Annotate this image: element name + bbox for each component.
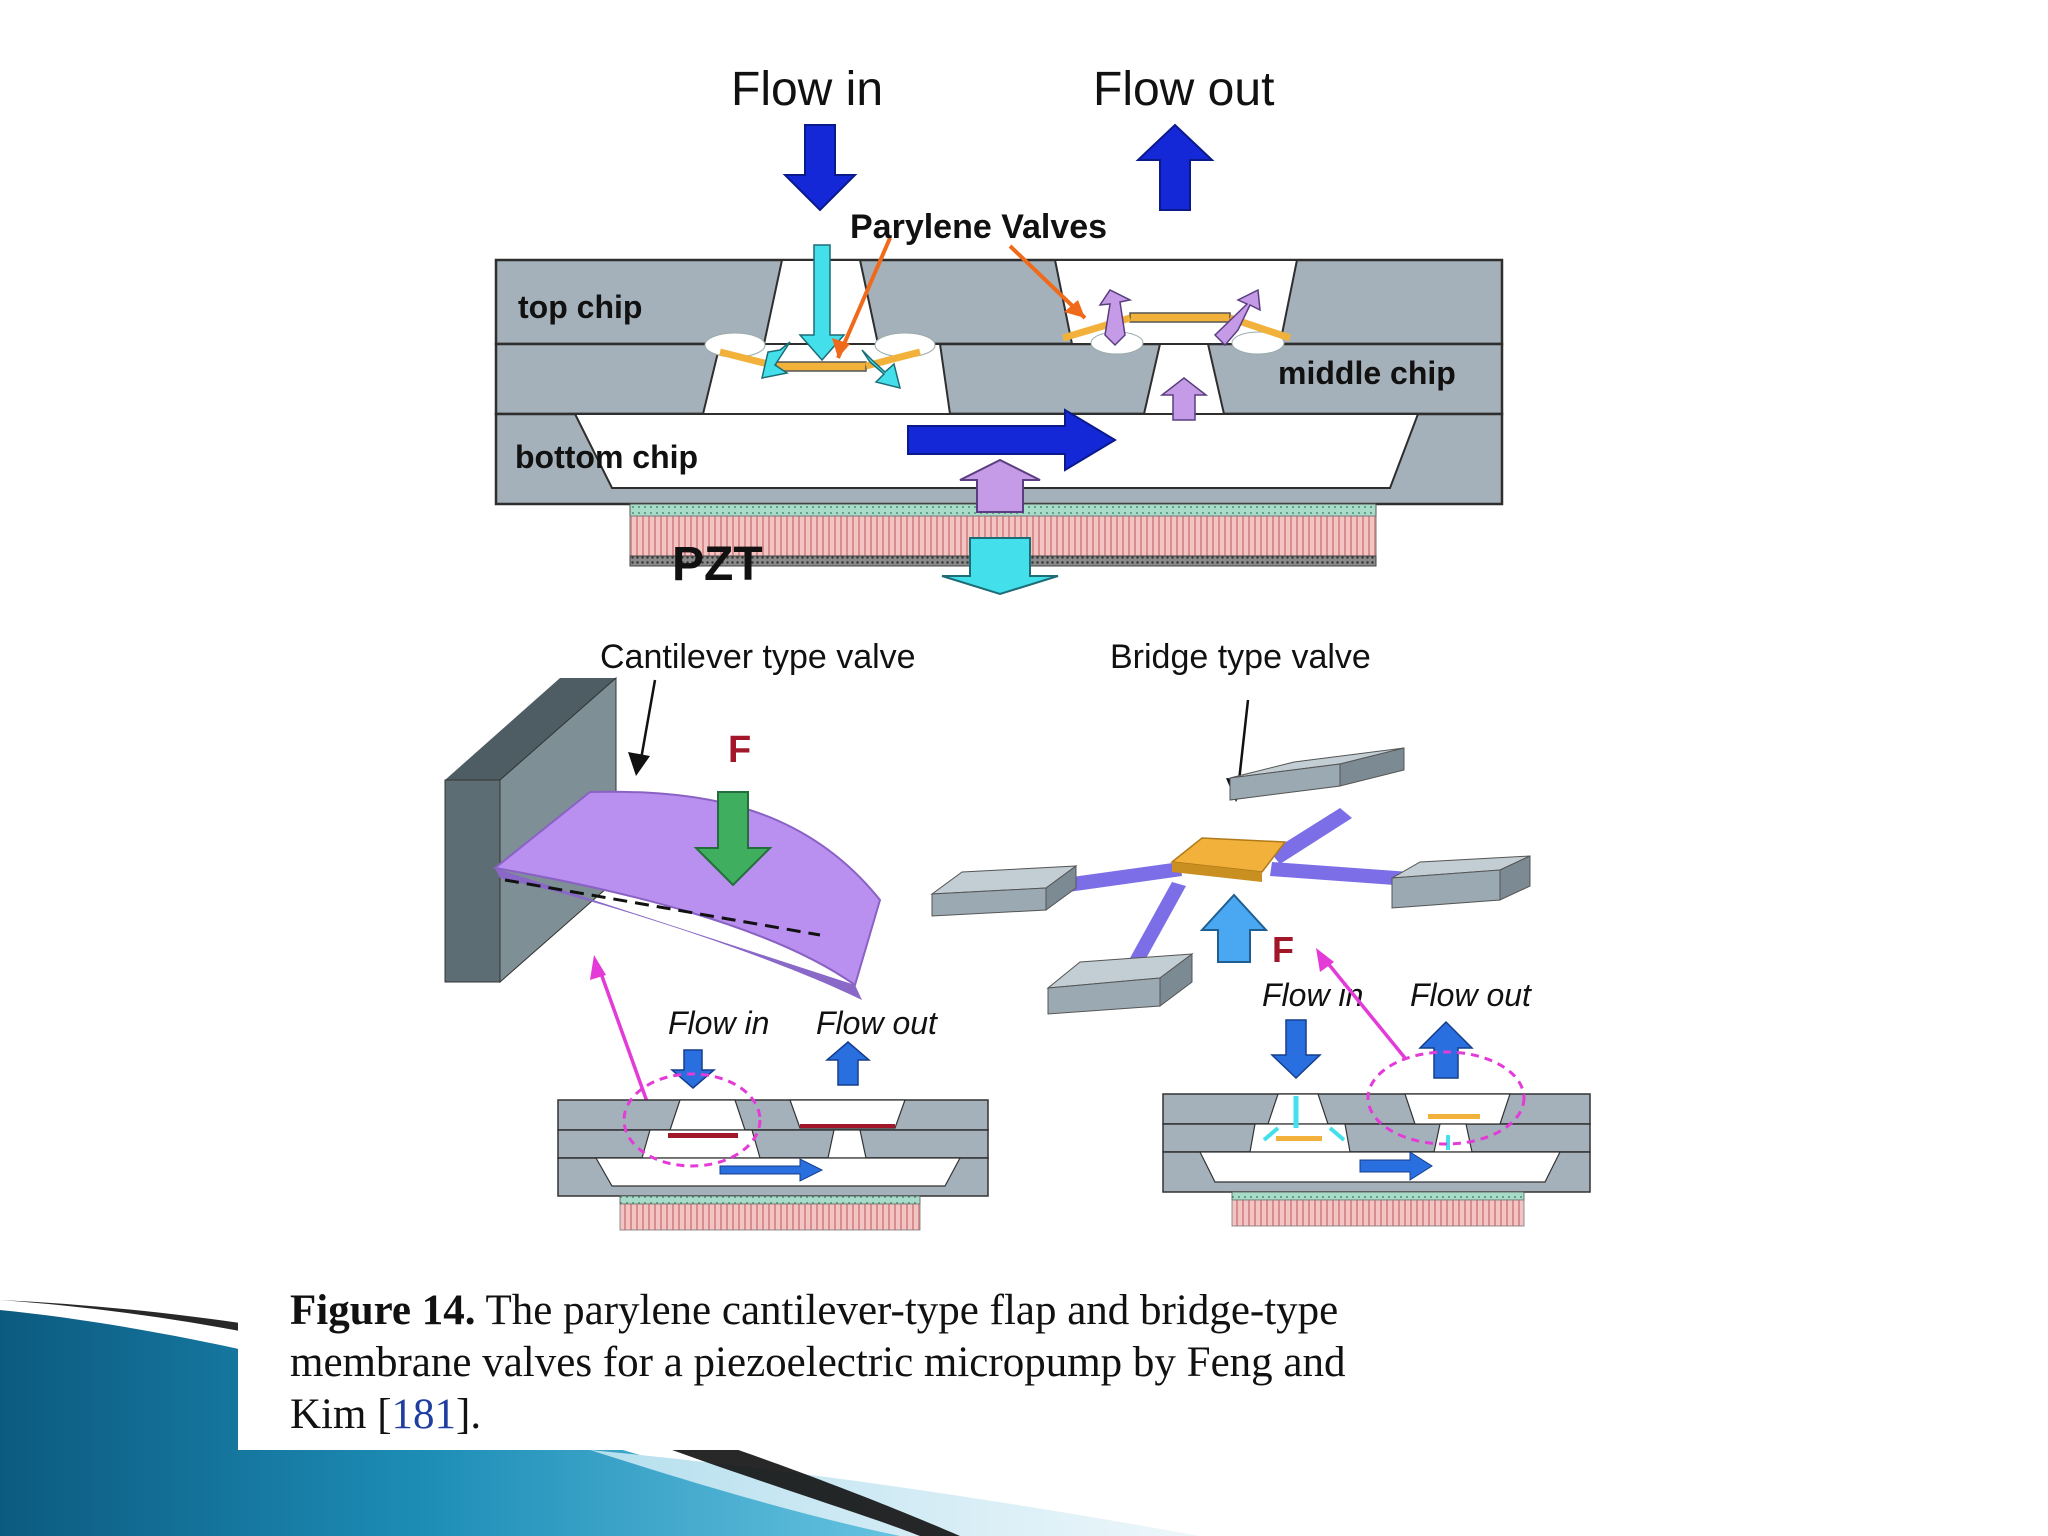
- flow-out-label: Flow out: [1093, 63, 1274, 116]
- outlet-parylene-flap: [1129, 312, 1231, 323]
- cantilever-flap: [492, 790, 882, 987]
- cantilever-flow-in-label: Flow in: [668, 1005, 769, 1041]
- cantilever-valve-label: Cantilever type valve: [600, 638, 916, 676]
- top-chip: [494, 258, 1504, 346]
- force-arrow-cantilever: [693, 791, 773, 887]
- bridge-valve-panel: Bridge type valve F: [930, 638, 1591, 1227]
- flow-out-arrow: [1135, 123, 1215, 211]
- pzt-label: PZT: [672, 538, 763, 591]
- actuation-down-arrow: [941, 537, 1059, 596]
- caption-line-3-prefix: Kim [: [290, 1391, 392, 1438]
- bridge-flow-out-label: Flow out: [1410, 977, 1532, 1013]
- force-label-cantilever: F: [728, 729, 751, 771]
- bridge-valve-label: Bridge type valve: [1110, 638, 1371, 676]
- top-chip-label: top chip: [518, 289, 642, 325]
- cantilever-highlight-circle: [622, 1072, 762, 1168]
- cantilever-flow-out-label: Flow out: [816, 1005, 938, 1041]
- bridge-highlight-circle: [1366, 1050, 1526, 1146]
- flow-in-label: Flow in: [731, 63, 883, 116]
- figure-caption: Figure 14. The parylene cantilever-type …: [238, 1275, 1618, 1450]
- flow-in-arrow: [782, 124, 858, 212]
- caption-line-1: The parylene cantilever-type flap and br…: [475, 1287, 1339, 1334]
- caption-line-2: membrane valves for a piezoelectric micr…: [290, 1339, 1346, 1386]
- cantilever-valve-panel: Cantilever type valve F Flow in Flow out: [444, 638, 989, 1231]
- middle-chip: [494, 342, 1504, 416]
- inlet-parylene-flap: [775, 361, 867, 372]
- figure-number: Figure 14.: [290, 1287, 476, 1334]
- force-arrow-bridge: [1199, 893, 1269, 963]
- caption-line-3-suffix: ].: [456, 1391, 482, 1438]
- pump-flow-arrow: [907, 408, 1117, 472]
- citation-link[interactable]: 181: [391, 1391, 457, 1438]
- parylene-valves-label: Parylene Valves: [850, 208, 1107, 246]
- bottom-chip-label: bottom chip: [515, 439, 698, 475]
- bridge-flow-in-label: Flow in: [1262, 977, 1363, 1013]
- actuation-up-arrow: [959, 458, 1041, 513]
- anchor-pads: [930, 747, 1531, 1015]
- middle-chip-label: middle chip: [1278, 355, 1456, 391]
- micropump-cross-section: Flow in Flow out: [494, 63, 1504, 596]
- force-label-bridge: F: [1272, 929, 1294, 970]
